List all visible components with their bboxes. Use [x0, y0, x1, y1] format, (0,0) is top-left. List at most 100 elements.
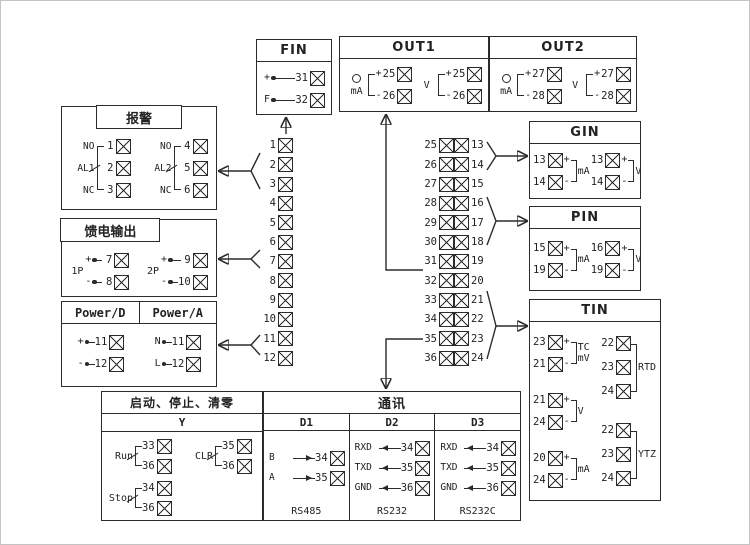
- polarity-label: +: [594, 68, 601, 79]
- terminal-number: 14: [590, 175, 604, 188]
- polarity-label: +: [563, 394, 570, 405]
- current-source-icon: [501, 73, 511, 83]
- signal-label: GND: [354, 482, 372, 494]
- wire-bracket: [570, 248, 577, 271]
- signal-label: TXD: [440, 462, 458, 474]
- out1-mA-group: mA+25-26: [346, 63, 413, 107]
- terminal-row: -12: [77, 353, 125, 375]
- terminal-screw-icon: [454, 138, 469, 154]
- terminal-row: -8: [84, 271, 130, 293]
- terminal-number: 29: [424, 216, 437, 229]
- terminal-row: 24: [601, 467, 631, 491]
- terminal-number: 28: [532, 89, 545, 102]
- terminal-row: 15+: [533, 238, 571, 260]
- terminal-screw-icon: [439, 312, 454, 328]
- terminal-number: 27: [532, 67, 545, 80]
- tin-group-V: 21+24-V: [533, 389, 591, 433]
- terminal-row: 22: [601, 332, 631, 356]
- terminal-row: 23: [601, 356, 631, 380]
- contact-bracket: [173, 146, 181, 190]
- output-type: mA: [495, 73, 517, 97]
- terminal-number: 13: [471, 139, 484, 152]
- pin-V-group: 16+19-V: [591, 238, 643, 282]
- input-type-label: V: [577, 405, 584, 417]
- input-type-label: TC: [577, 342, 590, 353]
- terminal-number: 1: [269, 139, 276, 152]
- wire: [161, 361, 172, 366]
- tin-title: TIN: [530, 300, 660, 322]
- terminal-screw-icon: [310, 70, 325, 86]
- terminal-screw-icon: [615, 336, 631, 351]
- alarm-title: 报警: [96, 105, 182, 130]
- terminal-number: 23: [601, 448, 614, 461]
- polarity-label: -: [525, 90, 532, 101]
- terminal-screw-icon: [415, 481, 431, 496]
- pin-mA-group: 15+19-mA: [533, 238, 591, 282]
- bracket-alarm-group: [250, 152, 261, 190]
- terminal-screw-icon: [547, 241, 563, 256]
- terminal-row: 36: [222, 456, 252, 476]
- pin-title: PIN: [530, 207, 640, 229]
- terminal-screw-icon: [605, 241, 621, 256]
- terminal-number: 36: [424, 352, 437, 365]
- terminal-number: 34: [424, 313, 437, 326]
- terminal-screw-icon: [439, 215, 454, 231]
- terminal-number: 20: [533, 451, 546, 464]
- terminal-number: 24: [533, 415, 546, 428]
- terminal-number: 34: [400, 442, 414, 455]
- terminal-screw-icon: [454, 292, 469, 308]
- terminal-number: 7: [269, 255, 276, 268]
- terminal-row: 5: [262, 215, 293, 231]
- terminal-number: 13: [533, 153, 546, 166]
- terminal-number: 5: [184, 161, 191, 174]
- terminal-screw-icon: [415, 461, 431, 476]
- signal-label: B: [269, 452, 275, 464]
- terminal-row: +9: [160, 249, 208, 271]
- polarity-label: L: [154, 358, 161, 369]
- channel-header: D1: [264, 414, 349, 431]
- terminal-number: 22: [471, 313, 484, 326]
- terminal-screw-icon: [547, 472, 563, 488]
- terminal-number: 34: [142, 481, 155, 494]
- terminal-screw-icon: [501, 441, 517, 456]
- control-title: 启动、停止、清零: [102, 392, 262, 414]
- terminal-row: 9: [262, 292, 293, 308]
- terminal-screw-icon: [115, 160, 131, 176]
- polarity-label: +: [77, 336, 84, 347]
- terminal-screw-icon: [546, 88, 562, 104]
- terminal-number: 21: [533, 357, 546, 370]
- terminal-row: 4: [262, 196, 293, 212]
- input-type-label: mA: [577, 165, 590, 177]
- terminal-screw-icon: [454, 196, 469, 212]
- terminal-number: 2: [107, 161, 114, 174]
- terminal-screw-icon: [547, 450, 563, 466]
- comm-title: 通讯: [264, 392, 520, 414]
- terminal-screw-icon: [278, 273, 293, 289]
- terminal-screw-icon: [467, 66, 483, 82]
- switch-bracket: [135, 446, 142, 466]
- terminal-row: 19-: [533, 260, 571, 282]
- channel-header: D2: [349, 414, 435, 431]
- terminal-screw-icon: [547, 414, 563, 430]
- terminal-number: 36: [222, 459, 235, 472]
- contact-type-label: NC: [160, 184, 172, 196]
- terminal-screw-icon: [615, 88, 631, 104]
- input-type: mA: [577, 464, 591, 475]
